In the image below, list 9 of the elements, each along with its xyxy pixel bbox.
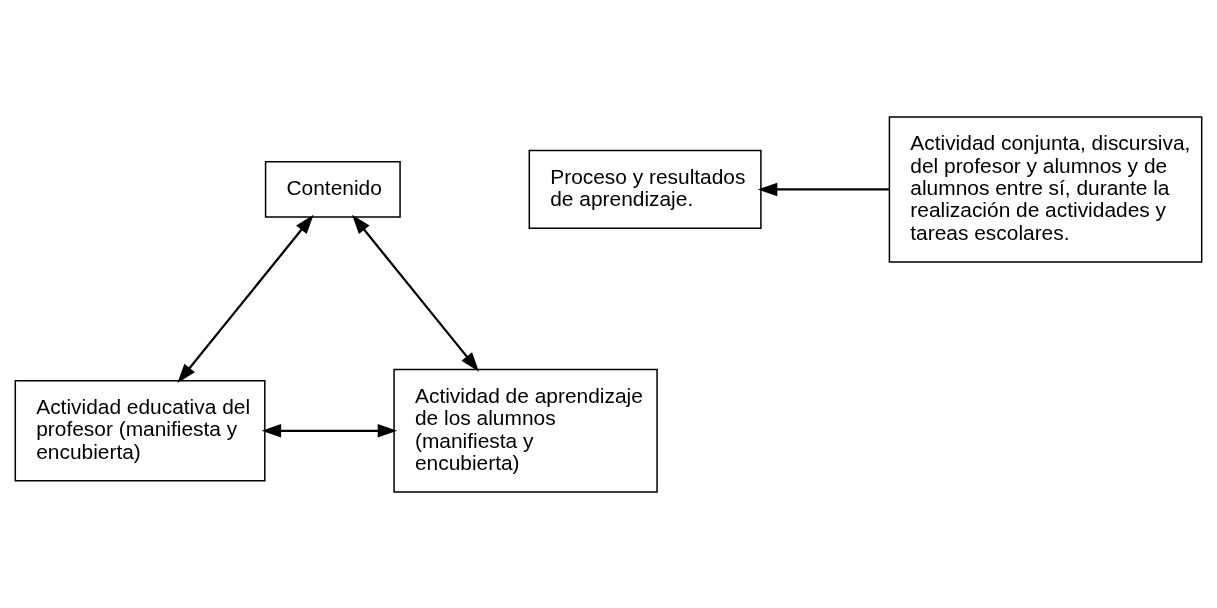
- node-box: Actividad conjunta, discursiva, del profesor y alumnos y de alumnos entre sí, durante la realización de actividades y tareas escolares.: [888, 115, 1203, 263]
- node-box: Contenido: [264, 160, 401, 218]
- node-box: Actividad de aprendizaje de los alumnos (manifiesta y encubierta): [393, 368, 658, 493]
- arrow: [261, 423, 398, 438]
- arrow: [352, 214, 479, 372]
- arrow: [757, 182, 889, 196]
- node-box: Proceso y resultados de aprendizaje.: [528, 149, 762, 229]
- node-box: Actividad educativa del profesor (manifiesta y encubierta): [14, 379, 266, 482]
- arrow: [177, 214, 314, 383]
